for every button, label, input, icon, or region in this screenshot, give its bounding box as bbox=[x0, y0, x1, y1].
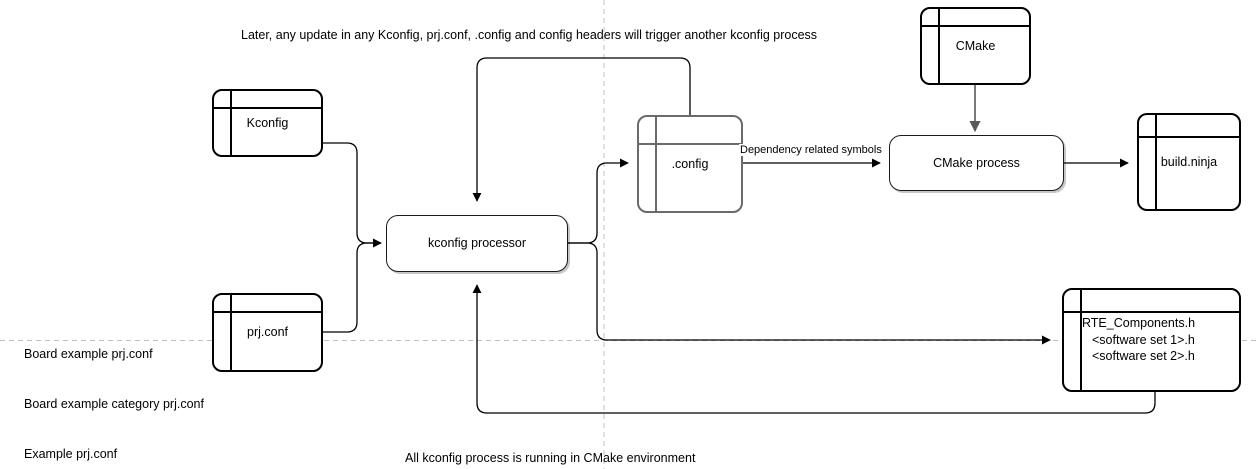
edge-processor-to-rte bbox=[568, 242, 1051, 345]
node-kconfig-label: Kconfig bbox=[246, 115, 289, 130]
rte-line-1: RTE_Components.h bbox=[1082, 316, 1196, 331]
edge-prjconf-to-processor bbox=[323, 242, 381, 333]
node-kconfig[interactable]: Kconfig bbox=[212, 89, 323, 157]
component-top-rule bbox=[1139, 136, 1239, 138]
node-rte-components[interactable]: RTE_Components.h <software set 1>.h <sof… bbox=[1062, 288, 1241, 392]
component-top-rule bbox=[214, 311, 321, 313]
prj-conf-sources-list: Board example prj.conf Board example cat… bbox=[24, 313, 204, 469]
node-prj-conf-label: prj.conf bbox=[247, 325, 288, 340]
node-rte-components-text: RTE_Components.h <software set 1>.h <sof… bbox=[1064, 315, 1239, 365]
component-top-rule bbox=[922, 25, 1029, 27]
edge-kconfig-to-processor bbox=[323, 142, 382, 248]
component-left-rule bbox=[230, 91, 232, 155]
component-top-rule bbox=[214, 107, 321, 109]
rte-line-2: <software set 1>.h bbox=[1092, 332, 1195, 347]
node-cmake-process-label: CMake process bbox=[933, 155, 1020, 170]
component-top-rule bbox=[1064, 311, 1239, 313]
component-top-rule bbox=[639, 143, 741, 145]
node-cmake-process[interactable]: CMake process bbox=[889, 135, 1064, 191]
node-dot-config[interactable]: .config bbox=[637, 115, 743, 213]
node-kconfig-processor-label: kconfig processor bbox=[428, 236, 526, 251]
node-build-ninja[interactable]: build.ninja bbox=[1137, 113, 1241, 211]
node-build-ninja-label: build.ninja bbox=[1160, 154, 1218, 169]
component-left-rule bbox=[655, 117, 657, 211]
node-cmake-label: CMake bbox=[955, 38, 996, 53]
node-prj-conf[interactable]: prj.conf bbox=[212, 293, 323, 372]
edge-label-dependency-symbols: Dependency related symbols bbox=[739, 144, 883, 156]
edge-rte-feedback-to-processor bbox=[472, 284, 1156, 414]
edge-processor-out-split bbox=[568, 158, 629, 244]
component-left-rule bbox=[1155, 115, 1157, 209]
list-item: Board example category prj.conf bbox=[24, 397, 204, 412]
caption-bottom: All kconfig process is running in CMake … bbox=[405, 451, 696, 465]
component-left-rule bbox=[1080, 290, 1082, 390]
node-cmake[interactable]: CMake bbox=[920, 7, 1031, 85]
caption-top: Later, any update in any Kconfig, prj.co… bbox=[241, 28, 818, 42]
list-item: Example prj.conf bbox=[24, 447, 118, 461]
component-left-rule bbox=[938, 9, 940, 83]
node-kconfig-processor[interactable]: kconfig processor bbox=[386, 215, 568, 272]
node-dot-config-label: .config bbox=[671, 156, 709, 171]
list-item: Board example prj.conf bbox=[24, 347, 153, 362]
component-left-rule bbox=[230, 295, 232, 370]
rte-line-3: <software set 2>.h bbox=[1092, 349, 1195, 364]
